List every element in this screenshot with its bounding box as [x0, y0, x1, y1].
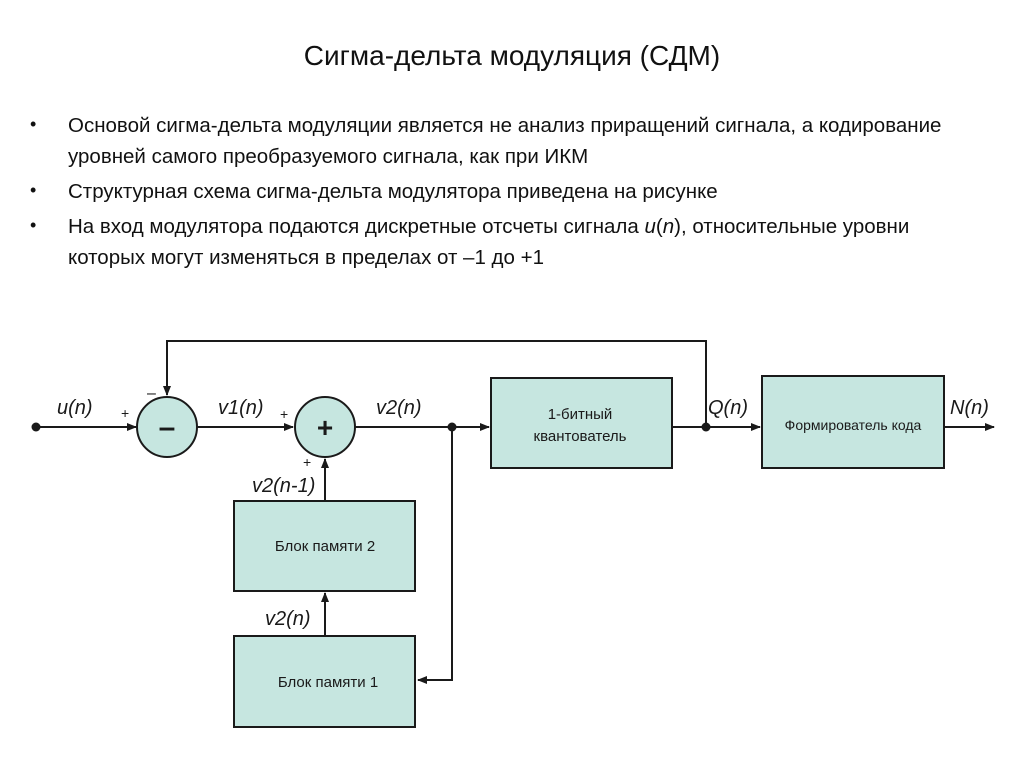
subtractor-node [136, 396, 198, 458]
bullet-item: • Структурная схема сигма-дельта модулят… [30, 176, 990, 207]
bullet-text-paren: ( [655, 215, 663, 238]
sign-sub-plus: + [121, 405, 129, 421]
sign-sub-minus: – [147, 385, 156, 402]
adder-node [294, 396, 356, 458]
memory1-block [233, 635, 416, 728]
q-junction-dot [701, 422, 711, 432]
memory2-label: Блок памяти 2 [275, 538, 375, 555]
quantizer-label-line2: квантователь [534, 428, 627, 445]
adder-symbol: + [317, 412, 333, 443]
signal-label-v2: v2(n) [376, 397, 422, 419]
bullet-dot-icon: • [30, 180, 37, 200]
signal-label-u: u(n) [57, 397, 93, 419]
signal-label-v2-prev: v2(n-1) [252, 475, 315, 497]
bullet-text: Структурная схема сигма-дельта модулятор… [68, 180, 718, 203]
bullet-text: Основой сигма-дельта модуляции является … [68, 114, 942, 168]
bullet-dot-icon: • [30, 215, 37, 235]
page-title: Сигма-дельта модуляция (СДМ) [303, 40, 721, 71]
quantizer-label-line1: 1-битный [548, 406, 613, 423]
sign-add-plus-left: + [280, 406, 288, 422]
bullet-text-italic-n: n [662, 215, 675, 238]
quantizer-block [490, 377, 673, 469]
sign-add-plus-bottom: + [303, 454, 311, 470]
bullet-dot-icon: • [30, 114, 37, 134]
signal-label-v1: v1(n) [218, 397, 264, 419]
feedback-line [163, 340, 707, 427]
bullet-list: • Основой сигма-дельта модуляции являетс… [30, 110, 990, 277]
subtractor-symbol: – [159, 411, 176, 444]
bullet-text-pre: На вход модулятора подаются дискретные о… [68, 215, 645, 238]
signal-label-n: N(n) [950, 397, 989, 419]
v2-branch-line [417, 427, 453, 684]
encoder-label: Формирователь кода [785, 417, 922, 433]
input-dot [31, 422, 41, 432]
bullet-item: • Основой сигма-дельта модуляции являетс… [30, 110, 990, 172]
signal-label-q: Q(n) [708, 397, 748, 419]
bullet-item: • На вход модулятора подаются дискретные… [30, 211, 990, 273]
bullet-text-italic-u: u [644, 215, 656, 238]
bullet-text-post: ), относительные уровни которых могут из… [68, 215, 910, 269]
v2-junction-dot [447, 422, 457, 432]
memory2-block [233, 500, 416, 592]
memory1-label: Блок памяти 1 [278, 674, 378, 691]
encoder-block [761, 375, 945, 469]
signal-label-v2-mem: v2(n) [265, 608, 311, 630]
